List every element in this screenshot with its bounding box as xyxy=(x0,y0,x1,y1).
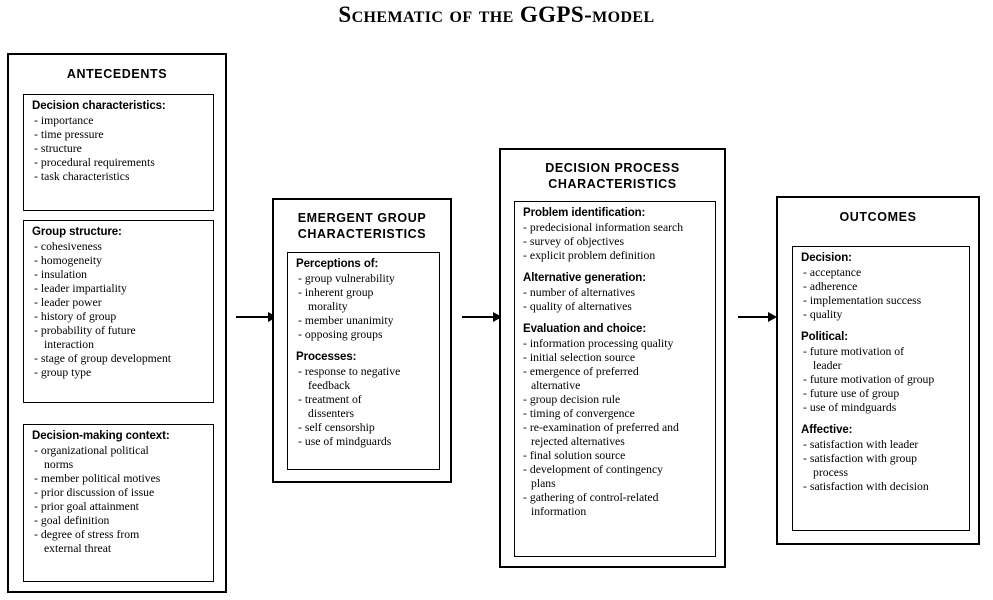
list-item: -prior goal attainment xyxy=(34,500,139,513)
panel-decision-process-main: Problem identification: -predecisional i… xyxy=(514,201,716,557)
list-item: -group decision rule xyxy=(523,393,621,406)
list-item: -self censorship xyxy=(298,421,375,434)
list-item: -homogeneity xyxy=(34,254,102,267)
list-decision-characteristics: -importance -time pressure -structure -p… xyxy=(32,114,207,184)
list-item: -satisfaction with group process xyxy=(803,452,918,479)
panel-emergent-group-main: Perceptions of: -group vulnerability -in… xyxy=(287,252,440,470)
list-alternative-generation: -number of alternatives -quality of alte… xyxy=(523,286,709,314)
arrow-shaft xyxy=(462,316,494,318)
list-item: -adherence xyxy=(803,280,858,293)
panel-heading-decision-making-context: Decision-making context: xyxy=(32,430,170,442)
list-item: -history of group xyxy=(34,310,117,323)
list-item: -re-examination of preferred and rejecte… xyxy=(523,421,679,448)
list-item: -probability of future interaction xyxy=(34,324,136,351)
list-item: -importance xyxy=(34,114,94,127)
list-item: -use of mindguards xyxy=(298,435,392,448)
panel-heading-perceptions: Perceptions of: xyxy=(296,258,379,270)
panel-heading-affective: Affective: xyxy=(801,424,853,436)
list-item: -group vulnerability xyxy=(298,272,395,285)
arrow-emergent-to-decision-process xyxy=(462,311,504,323)
stage-title-antecedents: ANTECEDENTS xyxy=(66,67,168,81)
list-item: -organizational political norms xyxy=(34,444,149,471)
list-item: -member political motives xyxy=(34,472,161,485)
panel-outcomes-main: Decision: -acceptance -adherence -implem… xyxy=(792,246,970,531)
list-item: -satisfaction with leader xyxy=(803,438,919,451)
stage-emergent-group: EMERGENT GROUP CHARACTERISTICS Perceptio… xyxy=(272,198,452,483)
panel-heading-political: Political: xyxy=(801,331,848,343)
list-item: -emergence of preferred alternative xyxy=(523,365,639,392)
list-problem-identification: -predecisional information search -surve… xyxy=(523,221,709,263)
page-title: Schematic of the GGPS-model xyxy=(338,2,655,27)
list-item: -task characteristics xyxy=(34,170,130,183)
list-item: -use of mindguards xyxy=(803,401,897,414)
arrow-decision-process-to-outcomes xyxy=(738,311,780,323)
list-item: -future motivation of leader xyxy=(803,345,905,372)
panel-heading-processes: Processes: xyxy=(296,351,357,363)
stage-title-outcomes: OUTCOMES xyxy=(839,210,917,224)
list-evaluation-and-choice: -information processing quality -initial… xyxy=(523,337,709,519)
list-item: -quality of alternatives xyxy=(523,300,632,313)
panel-decision-making-context: Decision-making context: -organizational… xyxy=(23,424,214,582)
list-item: -member unanimity xyxy=(298,314,394,327)
list-item: -opposing groups xyxy=(298,328,383,341)
list-item: -response to negative feedback xyxy=(298,365,401,392)
list-item: -inherent group morality xyxy=(298,286,374,313)
list-item: -final solution source xyxy=(523,449,626,462)
arrow-head xyxy=(768,312,777,322)
list-item: -gathering of control-related informatio… xyxy=(523,491,659,518)
list-item: -group type xyxy=(34,366,92,379)
list-item: -acceptance xyxy=(803,266,862,279)
list-item: -number of alternatives xyxy=(523,286,636,299)
panel-group-structure: Group structure: -cohesiveness -homogene… xyxy=(23,220,214,403)
arrow-shaft xyxy=(738,316,769,318)
list-item: -information processing quality xyxy=(523,337,674,350)
list-item: -insulation xyxy=(34,268,88,281)
list-item: -initial selection source xyxy=(523,351,636,364)
list-item: -degree of stress from external threat xyxy=(34,528,140,555)
panel-heading-decision: Decision: xyxy=(801,252,852,264)
list-political-outcomes: -future motivation of leader -future mot… xyxy=(801,345,963,415)
list-item: -survey of objectives xyxy=(523,235,625,248)
arrow-head xyxy=(493,312,502,322)
panel-heading-decision-characteristics: Decision characteristics: xyxy=(32,100,166,112)
list-item: -stage of group development xyxy=(34,352,172,365)
stage-title-emergent-group: EMERGENT GROUP CHARACTERISTICS xyxy=(297,211,427,241)
list-item: -predecisional information search xyxy=(523,221,684,234)
list-item: -structure xyxy=(34,142,82,155)
list-item: -cohesiveness xyxy=(34,240,102,253)
list-item: -treatment of dissenters xyxy=(298,393,362,420)
list-item: -satisfaction with decision xyxy=(803,480,929,493)
stage-decision-process: DECISION PROCESS CHARACTERISTICS Problem… xyxy=(499,148,726,568)
list-decision-making-context: -organizational political norms -member … xyxy=(32,444,207,556)
panel-heading-evaluation-and-choice: Evaluation and choice: xyxy=(523,323,647,335)
panel-heading-problem-identification: Problem identification: xyxy=(523,207,646,219)
list-item: -implementation success xyxy=(803,294,922,307)
stage-title-decision-process: DECISION PROCESS CHARACTERISTICS xyxy=(545,161,680,191)
list-item: -goal definition xyxy=(34,514,110,527)
panel-decision-characteristics: Decision characteristics: -importance -t… xyxy=(23,94,214,211)
list-item: -procedural requirements xyxy=(34,156,155,169)
list-item: -leader power xyxy=(34,296,102,309)
list-perceptions: -group vulnerability -inherent group mor… xyxy=(296,272,433,342)
stage-antecedents: ANTECEDENTS Decision characteristics: -i… xyxy=(7,53,227,593)
list-item: -timing of convergence xyxy=(523,407,635,420)
list-item: -prior discussion of issue xyxy=(34,486,155,499)
stage-outcomes: OUTCOMES Decision: -acceptance -adherenc… xyxy=(776,196,980,545)
panel-heading-alternative-generation: Alternative generation: xyxy=(523,272,646,284)
list-item: -explicit problem definition xyxy=(523,249,656,262)
list-group-structure: -cohesiveness -homogeneity -insulation -… xyxy=(32,240,207,380)
list-item: -future motivation of group xyxy=(803,373,935,386)
list-item: -quality xyxy=(803,308,843,321)
list-item: -time pressure xyxy=(34,128,104,141)
list-affective-outcomes: -satisfaction with leader -satisfaction … xyxy=(801,438,963,494)
list-processes: -response to negative feedback -treatmen… xyxy=(296,365,433,449)
list-item: -development of contingency plans xyxy=(523,463,663,490)
list-decision-outcomes: -acceptance -adherence -implementation s… xyxy=(801,266,963,322)
arrow-shaft xyxy=(236,316,269,318)
list-item: -leader impartiality xyxy=(34,282,127,295)
panel-heading-group-structure: Group structure: xyxy=(32,226,122,238)
list-item: -future use of group xyxy=(803,387,900,400)
